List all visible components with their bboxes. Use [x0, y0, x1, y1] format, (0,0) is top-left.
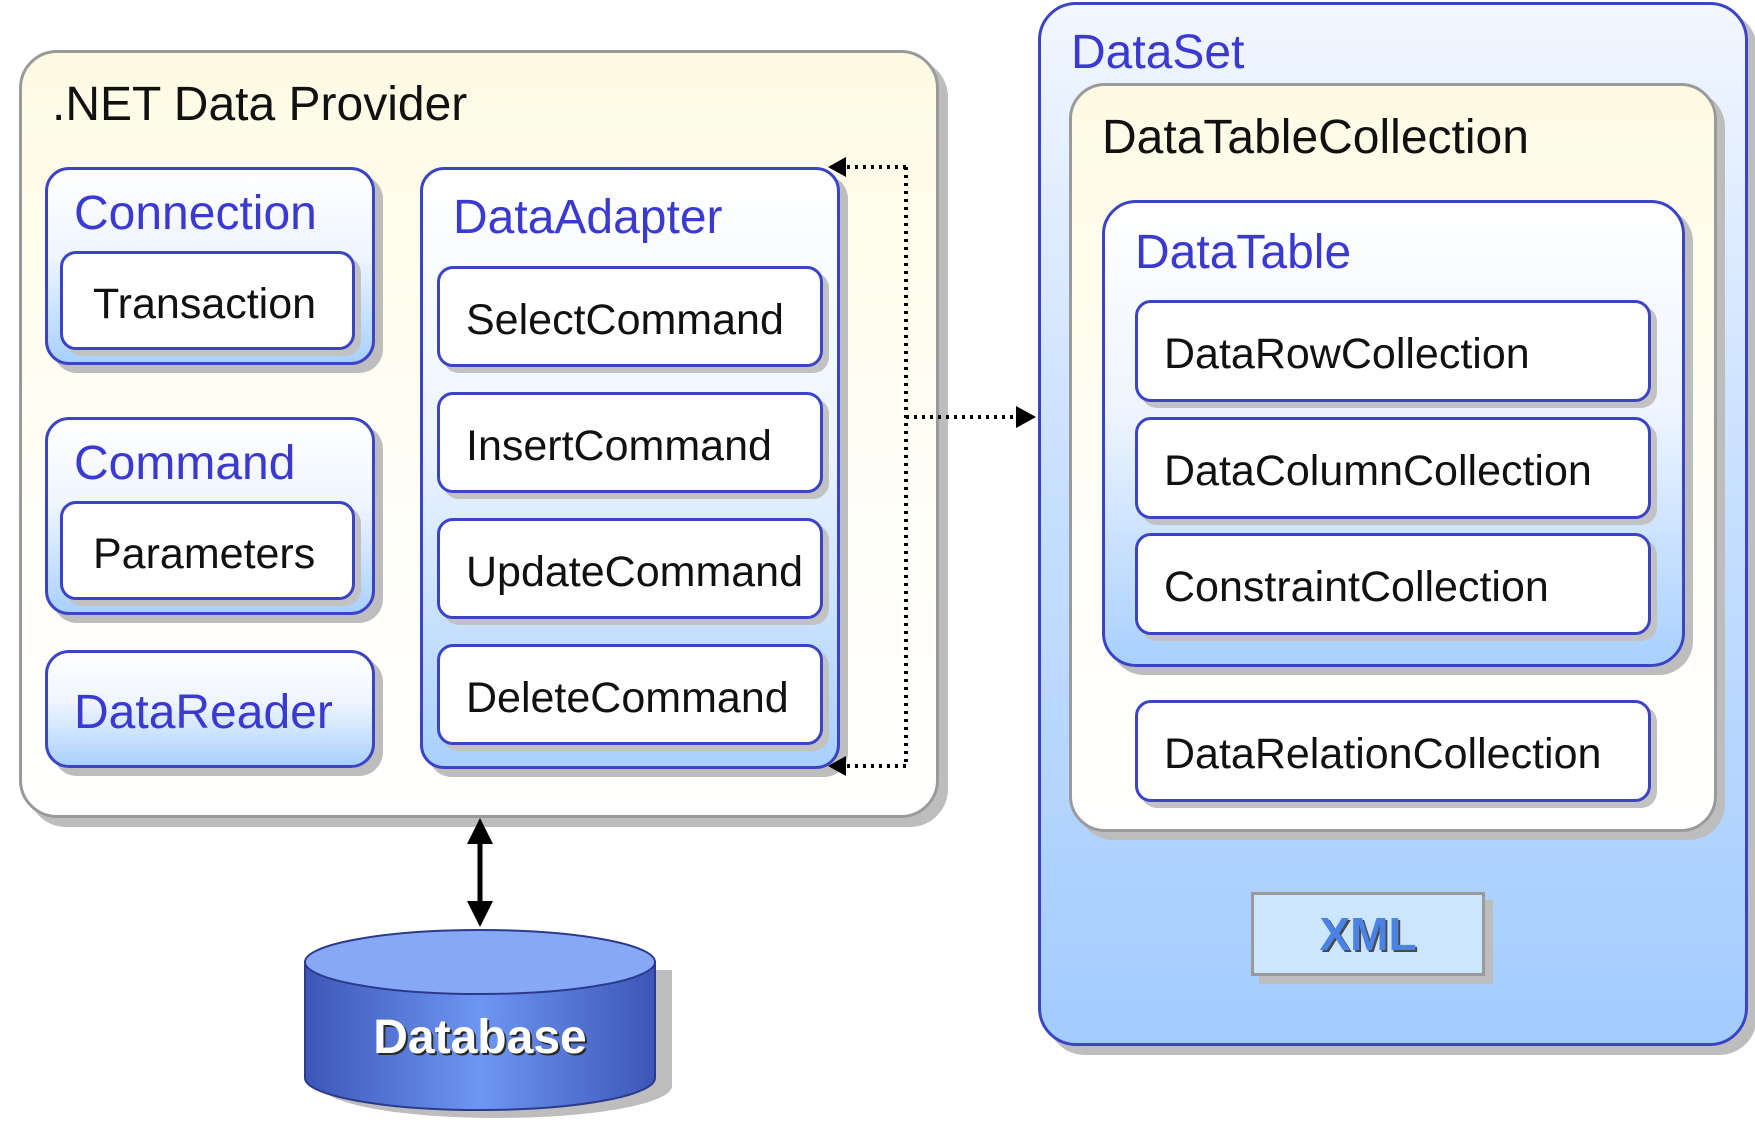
dataadapter-title: DataAdapter	[453, 191, 723, 244]
updatecommand-box: UpdateCommand	[437, 518, 823, 619]
parameters-box: Parameters	[60, 501, 355, 600]
insertcommand-box: InsertCommand	[437, 392, 823, 493]
deletecommand-box: DeleteCommand	[437, 644, 823, 745]
arrow-to-dataset	[1016, 406, 1036, 428]
transaction-box: Transaction	[60, 251, 355, 350]
datatablecollection-title: DataTableCollection	[1102, 111, 1529, 164]
datacolumncollection-label: DataColumnCollection	[1164, 447, 1592, 495]
datarowcollection-box: DataRowCollection	[1135, 300, 1651, 402]
parameters-label: Parameters	[93, 530, 316, 578]
updatecommand-label: UpdateCommand	[466, 548, 804, 596]
insertcommand-label: InsertCommand	[466, 422, 772, 470]
xml-box: XML	[1251, 892, 1485, 976]
datatable-title: DataTable	[1135, 226, 1352, 279]
datarelationcollection-label: DataRelationCollection	[1164, 730, 1602, 778]
command-title: Command	[74, 437, 296, 490]
database-label: Database	[373, 1011, 587, 1064]
datarowcollection-label: DataRowCollection	[1164, 330, 1530, 378]
selectcommand-box: SelectCommand	[437, 266, 823, 367]
provider-database-arrow	[467, 818, 493, 927]
arrow-to-adapter-bottom	[828, 756, 846, 776]
adapter-dataset-connector	[828, 157, 1036, 776]
datacolumncollection-box: DataColumnCollection	[1135, 417, 1651, 519]
constraintcollection-label: ConstraintCollection	[1164, 563, 1549, 611]
connection-title: Connection	[74, 187, 317, 240]
database-cylinder	[304, 929, 672, 1118]
constraintcollection-box: ConstraintCollection	[1135, 533, 1651, 635]
net-data-provider-title: .NET Data Provider	[52, 78, 468, 131]
datareader-box: DataReader	[45, 650, 375, 768]
selectcommand-label: SelectCommand	[466, 296, 784, 344]
datarelationcollection-box: DataRelationCollection	[1135, 700, 1651, 802]
datareader-title: DataReader	[74, 686, 333, 739]
arrow-to-adapter-top	[828, 157, 846, 177]
deletecommand-label: DeleteCommand	[466, 674, 789, 722]
dataset-title: DataSet	[1071, 26, 1245, 79]
transaction-label: Transaction	[93, 280, 317, 328]
xml-label: XML	[1319, 908, 1417, 960]
